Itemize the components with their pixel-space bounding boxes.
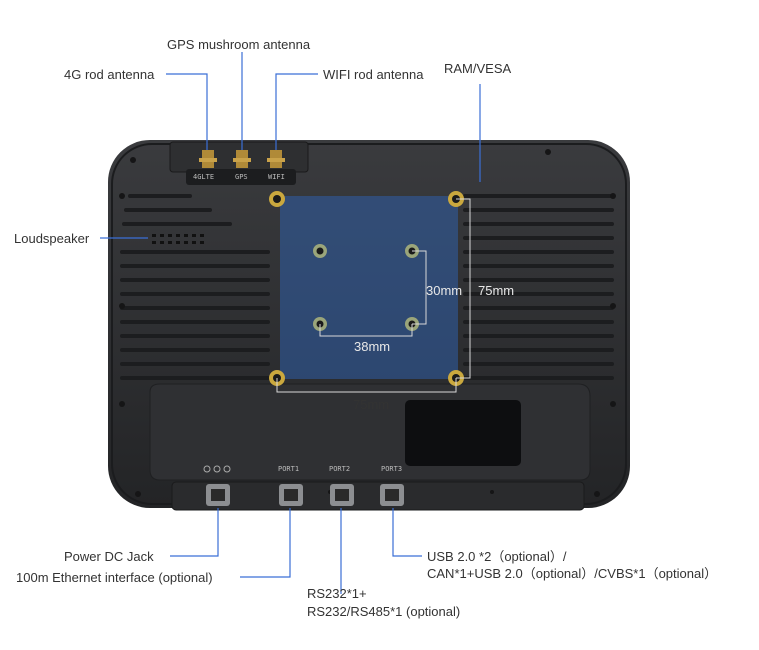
left-cooling-fins: [120, 194, 270, 380]
callout-ram-vesa: RAM/VESA: [444, 61, 512, 76]
label-port2: PORT2: [329, 465, 351, 473]
dc-jack-symbol: [203, 465, 231, 473]
callout-usb-line1: USB 2.0 *2（optional）/: [427, 549, 567, 564]
callout-lines: [100, 52, 481, 594]
dim-outer-width: 75mm: [353, 397, 390, 412]
bottom-ports: [206, 484, 404, 506]
label-port3: PORT3: [381, 465, 403, 473]
callout-ethernet: 100m Ethernet interface (optional): [16, 570, 213, 585]
label-gps: GPS: [235, 173, 248, 181]
dim-outer-height: 75mm: [478, 283, 515, 298]
antenna-label-plate: [186, 169, 296, 185]
label-port1: PORT1: [278, 465, 300, 473]
right-cooling-fins: [463, 194, 614, 380]
callout-loudspeaker: Loudspeaker: [14, 231, 90, 246]
glossy-window: [405, 400, 521, 466]
label-wifi: WIFI: [268, 173, 285, 181]
callout-gps-mushroom-antenna: GPS mushroom antenna: [167, 37, 311, 52]
dim-inner-height: 30mm: [426, 283, 463, 298]
antenna-connectors: [199, 150, 285, 168]
body-screws: [119, 149, 616, 497]
dimension-lines: [276, 198, 471, 393]
speaker-grille: [152, 234, 204, 244]
callout-power-dc-jack: Power DC Jack: [64, 549, 154, 564]
callout-4g-rod-antenna: 4G rod antenna: [64, 67, 155, 82]
callout-rs232-line2: RS232/RS485*1 (optional): [307, 604, 461, 619]
callout-rs232-line1: RS232*1+: [307, 586, 367, 601]
vesa-mount-area: [280, 196, 458, 379]
label-4glte: 4GLTE: [193, 173, 215, 181]
callout-usb-line2: CAN*1+USB 2.0（optional）/CVBS*1（optional）: [427, 566, 718, 581]
dim-inner-width: 38mm: [354, 339, 391, 354]
callout-wifi-rod-antenna: WIFI rod antenna: [323, 67, 424, 82]
